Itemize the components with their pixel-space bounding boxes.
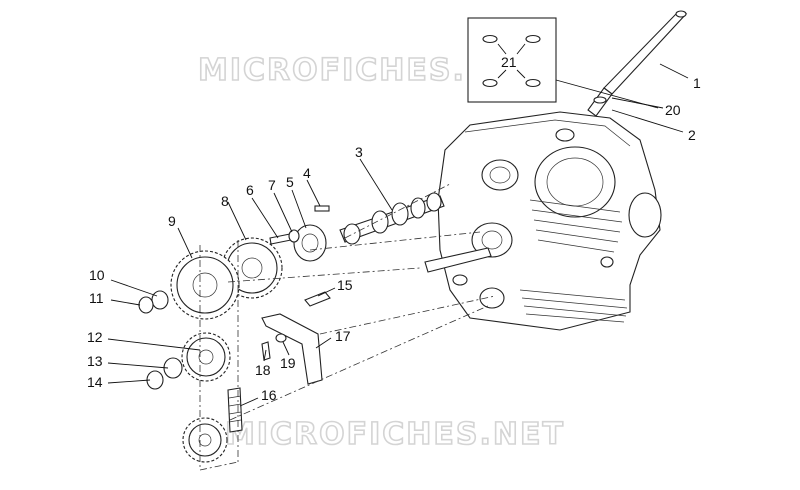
callout-labels: 1 2 3 4 5 7 6 8 9 10 11 12 13 14 15 16 1… (87, 54, 701, 403)
shaft (424, 247, 492, 273)
gear-9 (170, 250, 240, 320)
callout-18: 18 (255, 362, 271, 378)
callout-8: 8 (221, 193, 229, 209)
callout-1: 1 (693, 75, 701, 91)
bearing-flange (293, 224, 327, 262)
callout-14: 14 (87, 374, 103, 390)
callout-12: 12 (87, 329, 103, 345)
callout-15: 15 (337, 277, 353, 293)
chain-guide (304, 291, 331, 307)
callout-9: 9 (168, 213, 176, 229)
timing-chain (227, 387, 243, 433)
cylinder-head (437, 111, 662, 331)
callout-6: 6 (246, 182, 254, 198)
callout-19: 19 (280, 355, 296, 371)
callout-11: 11 (89, 290, 104, 306)
bolt (269, 233, 292, 245)
nut-11 (138, 296, 154, 314)
watermark-bottom: MICROFICHES.NET (225, 417, 565, 452)
callout-5: 5 (286, 174, 294, 190)
callout-2: 2 (688, 127, 696, 143)
callout-10: 10 (89, 267, 105, 283)
pushrod (587, 10, 688, 117)
leader-lines (107, 63, 689, 407)
callout-4: 4 (303, 165, 311, 181)
callout-7: 7 (268, 177, 276, 193)
callout-13: 13 (87, 353, 103, 369)
gear-12 (181, 332, 231, 382)
washer-10 (151, 290, 169, 310)
callout-3: 3 (355, 144, 363, 160)
camshaft (339, 192, 445, 245)
tensioner-bracket (261, 313, 323, 385)
lower-sprocket (182, 417, 228, 463)
callout-16: 16 (261, 387, 277, 403)
washer-19 (275, 333, 287, 343)
callout-21: 21 (501, 54, 517, 70)
inset-oring-box (467, 17, 557, 103)
callout-20: 20 (665, 102, 681, 118)
washer (288, 229, 300, 243)
key-part (314, 205, 330, 212)
callout-17: 17 (335, 328, 351, 344)
assembly-lines (199, 183, 496, 471)
